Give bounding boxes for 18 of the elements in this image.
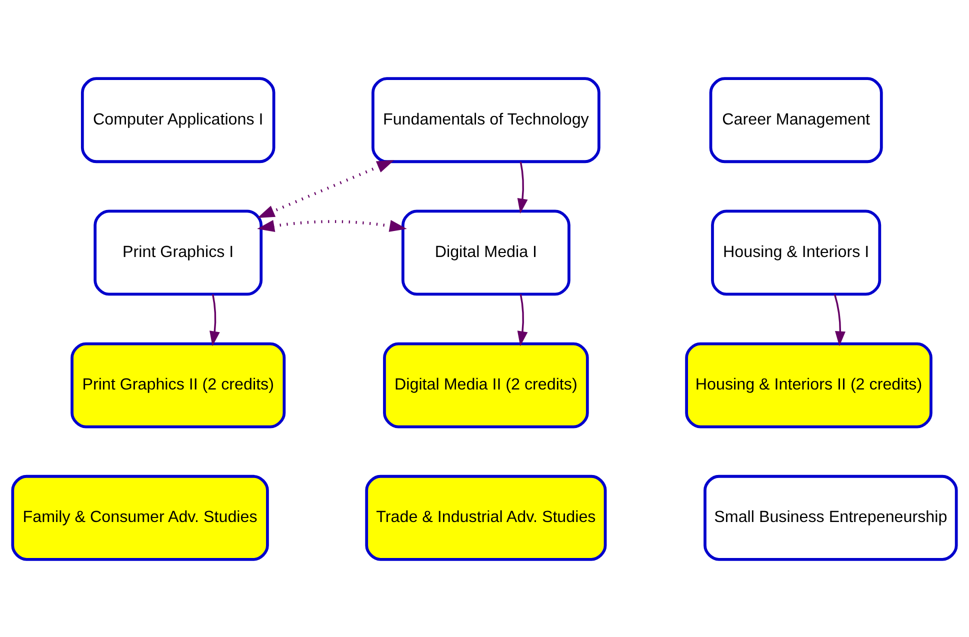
arrow — [257, 160, 394, 218]
node-box: Digital Media II (2 credits) — [383, 342, 589, 428]
node-box: Fundamentals of Technology — [372, 76, 600, 163]
arrow — [517, 161, 528, 214]
node-box: Print Graphics II (2 credits) — [70, 342, 286, 428]
node-box: Small Business Entrepeneurship — [704, 474, 958, 560]
arrow — [257, 219, 407, 232]
arrow — [834, 294, 846, 346]
node-box: Housing & Interiors I — [711, 209, 882, 296]
node-box: Digital Media I — [402, 209, 570, 296]
node-box: Print Graphics I — [94, 209, 263, 296]
node-box: Trade & Industrial Adv. Studies — [365, 474, 607, 560]
node-box: Housing & Interiors II (2 credits) — [685, 342, 932, 428]
node-box: Computer Applications I — [80, 76, 276, 163]
arrow — [210, 294, 220, 346]
arrow — [517, 294, 528, 346]
node-box: Career Management — [709, 76, 883, 163]
node-box: Family & Consumer Adv. Studies — [11, 474, 269, 560]
